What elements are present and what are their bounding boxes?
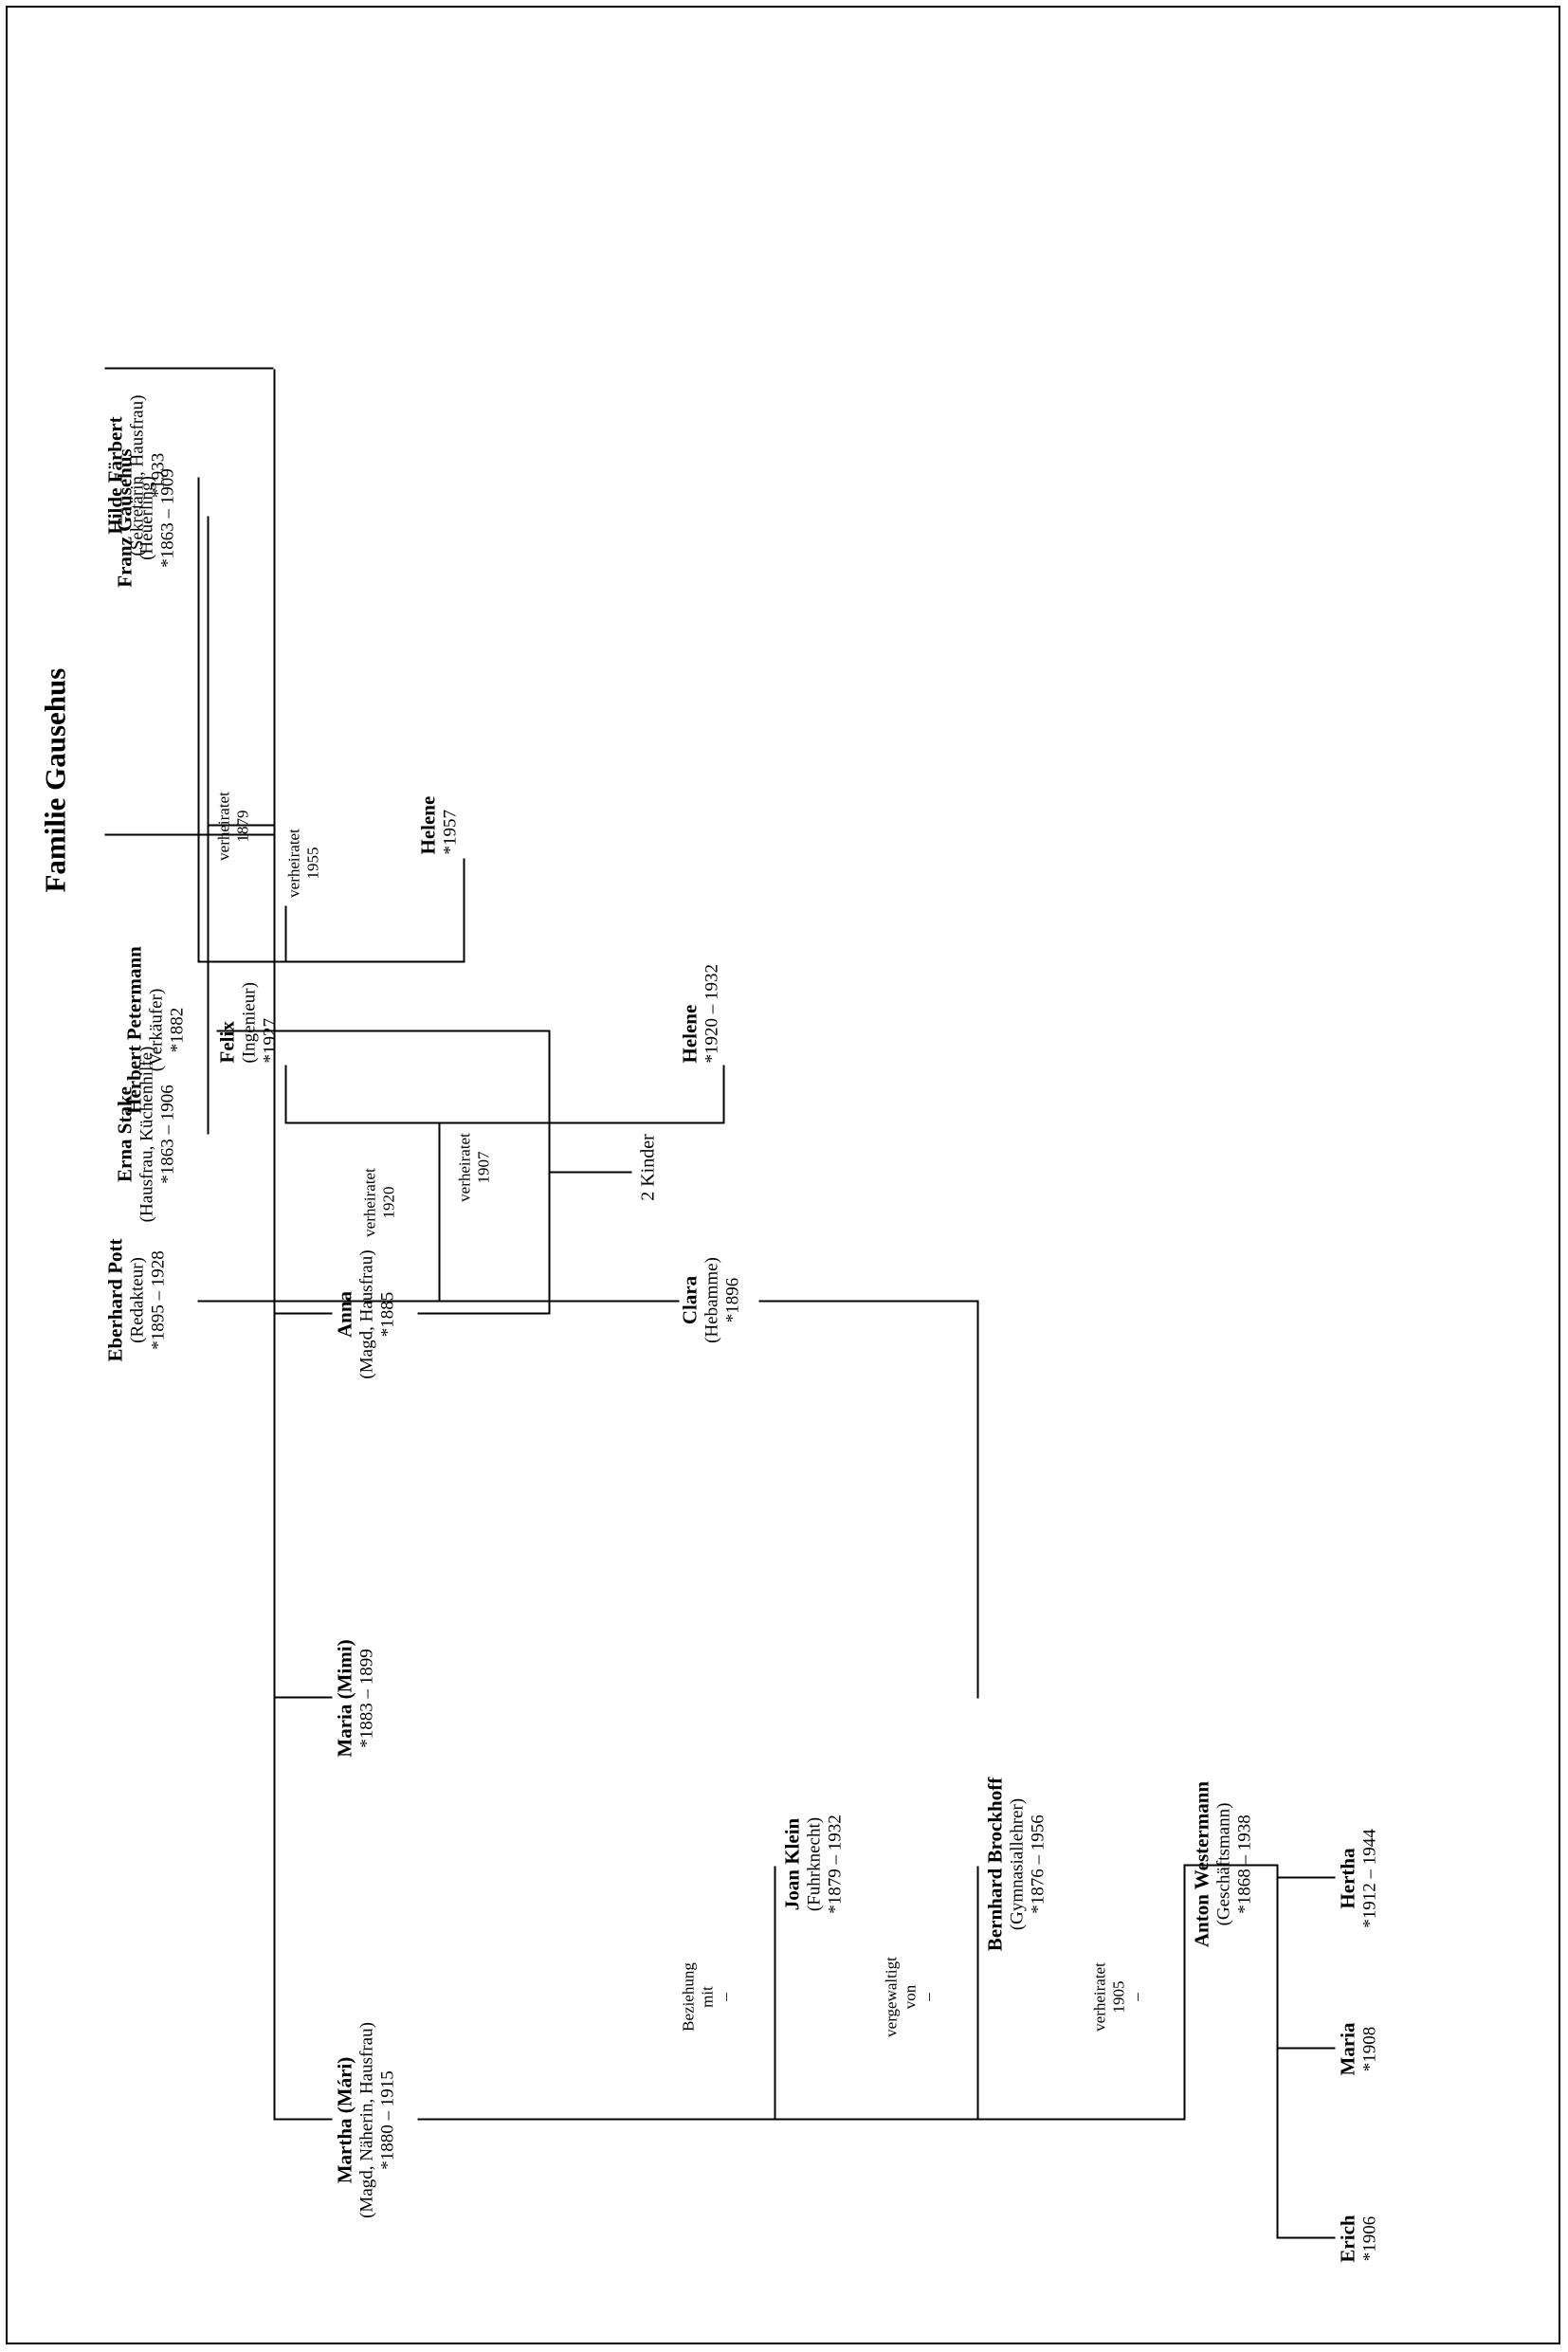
person-occupation: (Sekretärin, Hausfrau) (126, 394, 147, 556)
child-stem-helene-1920 (722, 1065, 724, 1123)
union-label-text: verheiratet (284, 828, 302, 898)
person-name: Hertha (1336, 1847, 1358, 1909)
person-dates: *1912 – 1944 (1358, 1828, 1379, 1928)
union-line-1955 (197, 960, 465, 962)
anna-partner-stem (417, 1312, 550, 1314)
union-label-relationship: Beziehung mit – (679, 1902, 735, 2091)
person-occupation: (Hebamme) (701, 1256, 721, 1343)
person-hertha: Hertha *1912 – 1944 (1336, 1745, 1380, 2011)
union-label-rape: vergewaltigt von – (882, 1902, 938, 2091)
person-martha: Martha (Mári) (Magd, Näherin, Hausfrau) … (333, 1963, 397, 2276)
person-name: Helene (678, 1004, 701, 1063)
union-label-text: verheiratet (1090, 1961, 1108, 2032)
person-occupation: (Fuhrknecht) (803, 1816, 824, 1911)
union-1905-drop (1183, 1864, 1278, 1866)
person-maria-mimi: Maria (Mimi) *1883 – 1899 (333, 1546, 377, 1850)
hilde-stem (197, 477, 199, 962)
martha-partner-rail (417, 2118, 1185, 2120)
person-name: Bernhard Brockhoff (983, 1777, 1006, 1951)
person-dates: *1920 – 1932 (701, 963, 721, 1064)
person-dates: *1879 – 1932 (824, 1814, 845, 1914)
person-occupation: (Redakteur) (126, 1256, 147, 1343)
person-name: Clara (678, 1275, 701, 1324)
person-herbert-petermann: Herbert Petermann (Verkäufer) *1882 (122, 878, 187, 1181)
person-joan-klein: Joan Klein (Fuhrknecht) *1879 – 1932 (780, 1712, 845, 2015)
person-name: Martha (Mári) (333, 2056, 356, 2183)
clara-connector (976, 1300, 978, 1698)
union-label-1955: verheiratet 1955 (284, 782, 321, 943)
union-label-dash: – (1127, 1992, 1146, 2001)
union-label-text2: von (900, 1984, 919, 2009)
clara-stem (758, 1300, 978, 1302)
page-title: Familie Gausehus (38, 667, 71, 892)
person-dates: *1896 (721, 1277, 742, 1322)
union-label-1907: verheiratet 1907 (455, 1072, 492, 1262)
felix-union-stem (284, 905, 286, 962)
person-dates: *1927 (259, 1017, 280, 1064)
union-label-dash: – (716, 1992, 735, 2001)
person-name: Herbert Petermann (122, 945, 145, 1114)
person-dates: *1880 – 1915 (376, 2069, 397, 2170)
person-bernhard-brockhoff: Bernhard Brockhoff (Gymnasiallehrer) *18… (983, 1712, 1048, 2015)
child-stem-maria08 (1276, 2047, 1335, 2049)
child-stem-hertha (1276, 1876, 1335, 1878)
sibling-rail-westermann (1276, 1864, 1278, 2238)
union-line-relationship (774, 1866, 775, 2120)
person-hilde-faerbert: Hilde Färbert (Sekretärin, Hausfrau) *19… (103, 314, 168, 636)
person-eberhard-pott: Eberhard Pott (Redakteur) *1895 – 1928 (103, 1148, 168, 1451)
union-1920-drop (438, 1121, 440, 1302)
person-name: Helene (416, 795, 439, 854)
union-label-year: 1905 (1108, 1980, 1127, 2013)
person-dates: *1882 (166, 1007, 187, 1052)
union-label-year: 1920 (378, 1186, 397, 1218)
kids2-drop (548, 1171, 631, 1173)
union-label-1920: verheiratet 1920 (360, 1121, 397, 1283)
union-line-rape (976, 1866, 978, 2120)
annotation-2-kinder: 2 Kinder (637, 1133, 658, 1201)
sibling-rail-gen2 (273, 369, 275, 2120)
person-dates: *1883 – 1899 (356, 1648, 376, 1748)
person-dates: *1895 – 1928 (147, 1249, 168, 1350)
person-felix: Felix (Ingenieur) *1927 (215, 759, 280, 1064)
union-label-1905: verheiratet 1905 – (1090, 1902, 1146, 2091)
union-label-year: 1907 (473, 1151, 492, 1183)
union-label-text: verheiratet (360, 1167, 378, 1237)
person-helene-1957: Helene *1957 (416, 570, 461, 855)
union-label-text: vergewaltigt (882, 1956, 900, 2037)
person-clara: Clara (Hebamme) *1896 (678, 1148, 742, 1451)
union-label-text: Beziehung (679, 1961, 697, 2032)
person-name: Anna (333, 1290, 356, 1338)
person-name: Joan Klein (780, 1817, 803, 1910)
union-label-text2: mit (697, 1985, 716, 2008)
person-occupation: (Magd, Näherin, Hausfrau) (356, 2021, 376, 2218)
child-stem-erich (1276, 2236, 1335, 2238)
union-label-text: verheiratet (455, 1132, 473, 1202)
person-occupation: (Gymnasiallehrer) (1006, 1797, 1027, 1930)
union-label-year: 1955 (302, 847, 321, 879)
person-dates: *1876 – 1956 (1027, 1814, 1048, 1914)
person-name: Hilde Färbert (103, 415, 126, 535)
person-occupation: (Verkäufer) (145, 988, 166, 1071)
person-occupation: (Ingenieur) (238, 981, 259, 1063)
person-dates: *1933 (147, 452, 168, 498)
child-stem-martha (273, 2118, 332, 2120)
sibling-rail-pott (284, 1121, 724, 1123)
page-border (6, 6, 1560, 2344)
person-name: Maria (Mimi) (333, 1638, 356, 1758)
child-stem-felix (284, 1065, 286, 1123)
union-label-dash: – (919, 1992, 938, 2001)
child-stem-maria-mimi (273, 1696, 332, 1698)
helene57-drop (463, 858, 465, 962)
child-stem-anna (273, 1312, 332, 1314)
union-line-1905 (1183, 1866, 1185, 2120)
person-dates: *1957 (439, 809, 460, 855)
person-name: Eberhard Pott (103, 1237, 126, 1362)
person-name: Felix (215, 1020, 238, 1063)
person-helene-1920: Helene *1920 – 1932 (678, 759, 722, 1064)
